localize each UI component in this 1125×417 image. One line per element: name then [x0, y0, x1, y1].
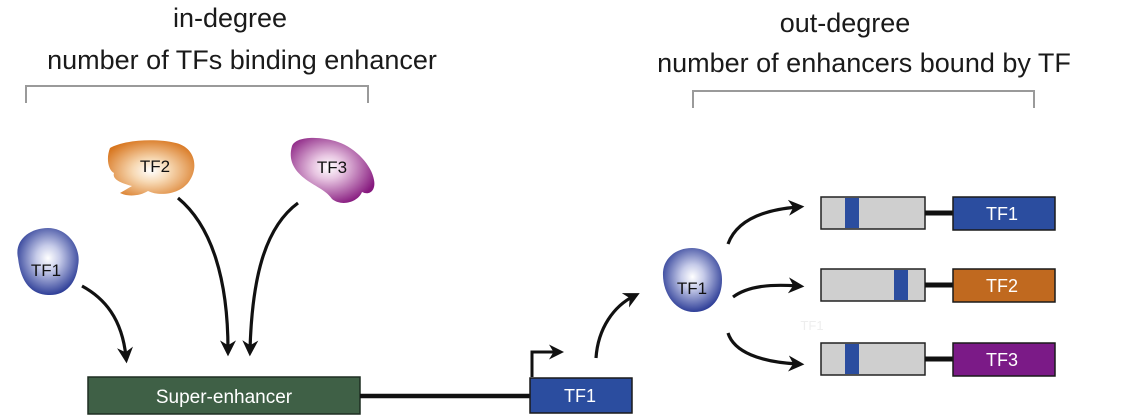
gene-box-3	[952, 342, 1056, 377]
in-degree-title: in-degree	[173, 3, 287, 33]
tf3-label: TF3	[317, 158, 347, 177]
arrow-tf3-to-enhancer	[242, 201, 299, 357]
in-degree-bracket	[25, 85, 369, 103]
super-enhancer-box	[87, 376, 361, 415]
tf2-blob	[107, 140, 195, 196]
arrow-tf2-to-enhancer	[176, 196, 236, 357]
arrow-gene-to-tf1-protein	[594, 293, 640, 359]
out-degree-bracket	[692, 90, 1035, 108]
binding-site-1	[845, 198, 859, 228]
faint-ghost-label: TF1	[800, 318, 823, 333]
tf2-protein: TF2	[107, 140, 195, 196]
enhancer-box-2	[820, 268, 926, 302]
tf3-protein: TF3	[290, 137, 375, 203]
arrow-to-target-tf3	[726, 332, 805, 372]
enhancer-box-1	[820, 196, 926, 230]
target-row-2: TF2	[820, 268, 1056, 303]
tf1-blob-right	[662, 248, 722, 312]
tf1-gene-box	[529, 377, 633, 414]
target-row-1: TF1	[820, 196, 1056, 231]
tf1-protein-left: TF1	[17, 228, 79, 296]
tf1-label-left: TF1	[31, 261, 61, 280]
gene-box-1	[952, 196, 1056, 231]
gene-label-1: TF1	[986, 204, 1018, 224]
gene-label-2: TF2	[986, 276, 1018, 296]
gene-box-2	[952, 268, 1056, 303]
out-degree-title: out-degree	[780, 8, 911, 38]
enhancer-box-3	[820, 342, 926, 376]
gene-label-3: TF3	[986, 350, 1018, 370]
binding-site-2	[894, 270, 908, 300]
binding-site-3	[845, 344, 859, 374]
arrow-to-target-tf2	[732, 277, 805, 299]
arrow-tf1-to-enhancer	[81, 284, 133, 364]
super-enhancer-label: Super-enhancer	[156, 387, 293, 408]
tf1-blob-left	[17, 228, 79, 296]
in-degree-subtitle: number of TFs binding enhancer	[47, 45, 437, 75]
tf1-protein-right: TF1	[662, 248, 722, 312]
target-row-3: TF3	[820, 342, 1056, 377]
tf1-gene-label: TF1	[564, 386, 596, 406]
tf2-label: TF2	[140, 157, 170, 176]
out-degree-subtitle: number of enhancers bound by TF	[657, 48, 1071, 78]
transcription-start-arrow	[530, 344, 564, 377]
tf1-label-right: TF1	[677, 279, 707, 298]
arrow-to-target-tf1	[726, 199, 805, 245]
tf3-blob	[290, 137, 375, 203]
